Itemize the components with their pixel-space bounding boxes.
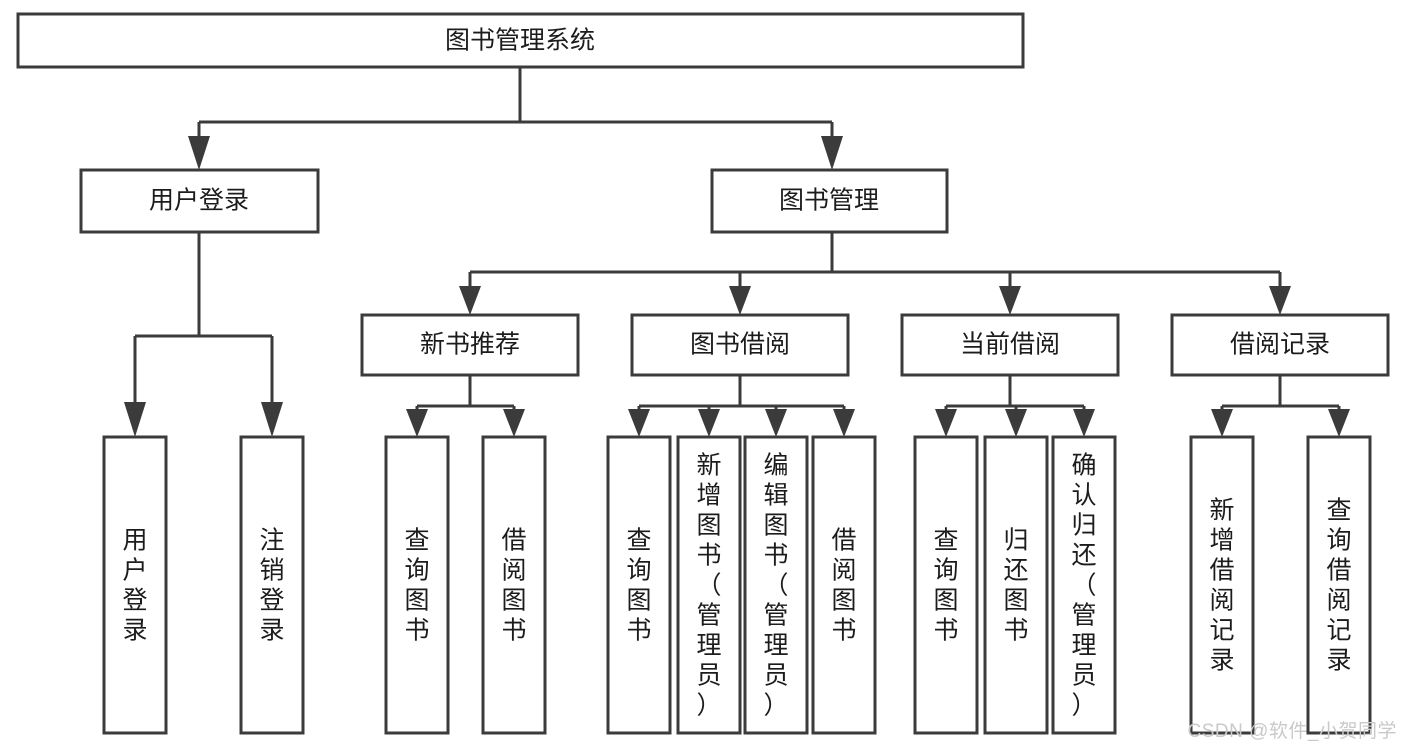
- leaf-borrow-book-box[interactable]: [811, 435, 877, 735]
- leaf-edit-book-box[interactable]: [743, 435, 809, 735]
- node-current-borrow-box[interactable]: [900, 313, 1120, 377]
- leaf-query-book-current-label: 查询图书: [933, 526, 958, 644]
- node-new-book-recommend-label: 新书推荐: [420, 331, 520, 359]
- leaf-user-login-label: 用户登录: [122, 526, 147, 644]
- node-root-system[interactable]: 图书管理系统: [16, 12, 1025, 69]
- arrow-to-user-login: [188, 136, 210, 170]
- arrow-to-leaf-query-book-2: [628, 409, 650, 437]
- leaf-add-book[interactable]: 新增图书（管理员）: [676, 435, 742, 735]
- leaf-query-book-borrow-label: 查询图书: [626, 526, 651, 644]
- leaf-borrow-book[interactable]: 借阅图书: [811, 435, 877, 735]
- leaf-borrow-book-recommend-box[interactable]: [481, 435, 547, 735]
- arrow-to-leaf-add-record: [1211, 409, 1233, 437]
- leaf-return-book-box[interactable]: [983, 435, 1049, 735]
- node-new-book-recommend[interactable]: 新书推荐: [360, 313, 580, 377]
- node-root-system-label: 图书管理系统: [445, 27, 595, 55]
- leaf-borrow-book-recommend[interactable]: 借阅图书: [481, 435, 547, 735]
- connector-layer: [124, 67, 1350, 437]
- leaf-logout-box[interactable]: [239, 435, 305, 735]
- leaf-query-book-recommend[interactable]: 查询图书: [384, 435, 450, 735]
- arrow-to-book-manage: [821, 136, 843, 170]
- node-book-manage-box[interactable]: [710, 168, 949, 234]
- arrow-to-leaf-query-record: [1328, 409, 1350, 437]
- node-book-manage-label: 图书管理: [779, 187, 879, 215]
- leaf-return-book[interactable]: 归还图书: [983, 435, 1049, 735]
- arrow-to-current-borrow: [999, 286, 1021, 315]
- arrow-to-leaf-add-book: [698, 409, 720, 437]
- leaf-query-book-recommend-box[interactable]: [384, 435, 450, 735]
- node-book-borrow-label: 图书借阅: [690, 331, 790, 359]
- leaf-add-borrow-record-box[interactable]: [1189, 435, 1255, 735]
- arrow-to-leaf-confirm-return: [1073, 409, 1095, 437]
- node-borrow-record-label: 借阅记录: [1230, 331, 1330, 359]
- arrow-to-borrow-record: [1269, 286, 1291, 315]
- leaf-logout-label: 注销登录: [259, 526, 284, 644]
- arrow-to-new-book-recommend: [459, 286, 481, 315]
- node-book-borrow[interactable]: 图书借阅: [630, 313, 850, 377]
- leaf-add-book-box[interactable]: [676, 435, 742, 735]
- node-book-borrow-box[interactable]: [630, 313, 850, 377]
- arrow-to-leaf-query-book-1: [406, 409, 428, 437]
- arrow-to-leaf-edit-book: [765, 409, 787, 437]
- arrow-to-book-borrow: [729, 286, 751, 315]
- arrow-to-leaf-borrow-book-1: [503, 409, 525, 437]
- leaf-borrow-book-label: 借阅图书: [831, 526, 856, 644]
- leaf-query-book-recommend-label: 查询图书: [404, 526, 429, 644]
- leaf-query-book-current[interactable]: 查询图书: [913, 435, 979, 735]
- node-borrow-record-box[interactable]: [1170, 313, 1390, 377]
- leaf-query-book-borrow-box[interactable]: [606, 435, 672, 735]
- leaf-edit-book-label: 编辑图书（管理员）: [763, 451, 788, 719]
- node-user-login[interactable]: 用户登录: [79, 168, 320, 234]
- leaf-query-book-current-box[interactable]: [913, 435, 979, 735]
- node-current-borrow[interactable]: 当前借阅: [900, 313, 1120, 377]
- node-root-system-box[interactable]: [16, 12, 1025, 69]
- leaf-query-borrow-record-label: 查询借阅记录: [1326, 496, 1351, 674]
- node-current-borrow-label: 当前借阅: [960, 331, 1060, 359]
- node-user-login-box[interactable]: [79, 168, 320, 234]
- leaf-query-borrow-record-box[interactable]: [1306, 435, 1372, 735]
- leaf-add-borrow-record[interactable]: 新增借阅记录: [1189, 435, 1255, 735]
- leaf-user-login-box[interactable]: [102, 435, 168, 735]
- arrow-to-leaf-return-book: [1005, 409, 1027, 437]
- leaf-add-borrow-record-label: 新增借阅记录: [1209, 496, 1234, 674]
- leaf-user-login[interactable]: 用户登录: [102, 435, 168, 735]
- node-book-manage[interactable]: 图书管理: [710, 168, 949, 234]
- arrow-to-leaf-user-login: [124, 402, 146, 437]
- leaf-return-book-label: 归还图书: [1003, 526, 1028, 644]
- leaf-query-borrow-record[interactable]: 查询借阅记录: [1306, 435, 1372, 735]
- node-user-login-label: 用户登录: [149, 187, 249, 215]
- leaf-confirm-return-label: 确认归还（管理员）: [1071, 451, 1096, 719]
- arrow-to-leaf-query-book-3: [935, 409, 957, 437]
- leaf-confirm-return-box[interactable]: [1051, 435, 1117, 735]
- leaf-logout[interactable]: 注销登录: [239, 435, 305, 735]
- leaf-edit-book[interactable]: 编辑图书（管理员）: [743, 435, 809, 735]
- node-new-book-recommend-box[interactable]: [360, 313, 580, 377]
- leaf-confirm-return[interactable]: 确认归还（管理员）: [1051, 435, 1117, 735]
- arrow-to-leaf-borrow-book-2: [833, 409, 855, 437]
- node-borrow-record[interactable]: 借阅记录: [1170, 313, 1390, 377]
- leaf-borrow-book-recommend-label: 借阅图书: [501, 526, 526, 644]
- leaf-query-book-borrow[interactable]: 查询图书: [606, 435, 672, 735]
- arrow-to-leaf-logout: [261, 402, 283, 437]
- leaf-add-book-label: 新增图书（管理员）: [696, 451, 721, 719]
